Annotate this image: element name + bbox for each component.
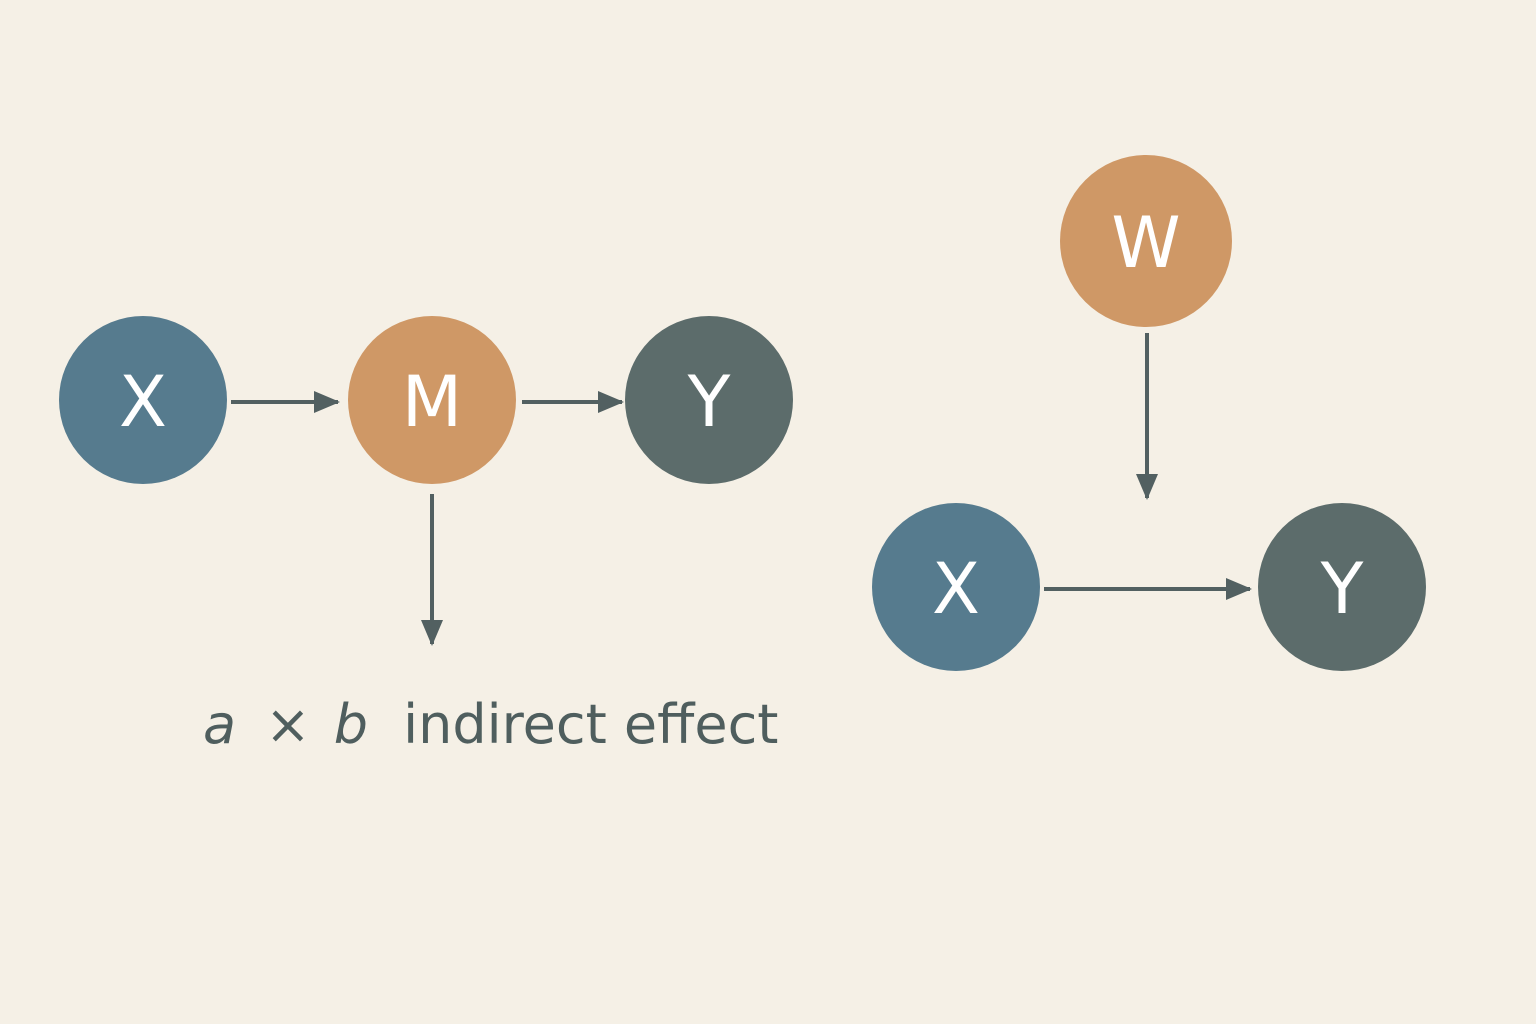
node-m-label: M [402, 361, 462, 443]
node-x-moderation: X [872, 503, 1040, 671]
mediation-model: X M Y a × b indirect effect [59, 316, 793, 756]
node-w-circle [1060, 155, 1232, 327]
node-m: M [348, 316, 516, 484]
arrowhead-m-to-caption [421, 620, 443, 646]
node-w-label: W [1111, 202, 1180, 284]
node-y-circle [625, 316, 793, 484]
caption-b: b [334, 693, 368, 756]
indirect-effect-caption: a × b indirect effect [203, 693, 778, 756]
arrowhead-x-to-y [1226, 578, 1252, 600]
arrowhead-x-to-m [314, 391, 340, 413]
node-x-circle [59, 316, 227, 484]
caption-rest: indirect effect [403, 693, 778, 756]
arrowhead-m-to-y [598, 391, 624, 413]
node-y-moderation: Y [1258, 503, 1426, 671]
node-w: W [1060, 155, 1232, 327]
node-y-label: Y [687, 361, 731, 443]
node-m-circle [348, 316, 516, 484]
moderation-model: W X Y [872, 155, 1426, 671]
node-y-moderation-circle [1258, 503, 1426, 671]
node-x-moderation-label: X [932, 548, 980, 630]
node-y: Y [625, 316, 793, 484]
node-x-moderation-circle [872, 503, 1040, 671]
arrowhead-w-to-path [1136, 474, 1158, 500]
node-x: X [59, 316, 227, 484]
caption-times: × [265, 693, 310, 756]
caption-a: a [203, 693, 236, 756]
node-x-label: X [119, 361, 167, 443]
node-y-moderation-label: Y [1320, 548, 1364, 630]
